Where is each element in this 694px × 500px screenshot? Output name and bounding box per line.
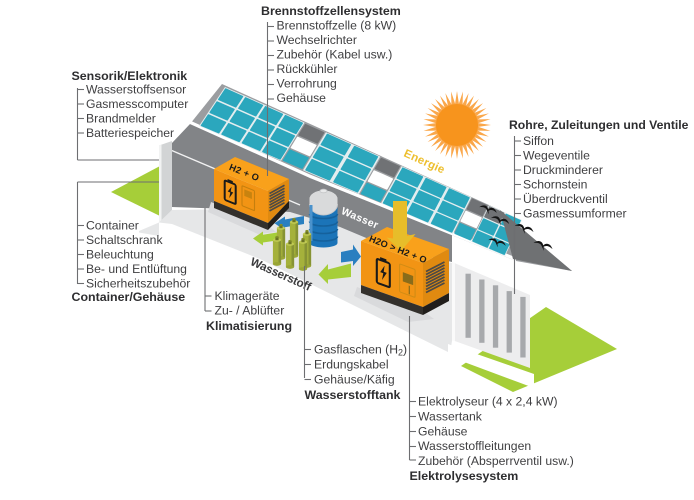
svg-text:Rückkühler: Rückkühler xyxy=(277,62,338,76)
svg-text:Rohre, Zuleitungen und Ventile: Rohre, Zuleitungen und Ventile xyxy=(509,118,689,132)
svg-text:Gehäuse/Käfig: Gehäuse/Käfig xyxy=(314,373,395,387)
svg-text:Elektrolysesystem: Elektrolysesystem xyxy=(410,469,519,483)
svg-text:Batteriespeicher: Batteriespeicher xyxy=(86,126,174,140)
svg-text:Erdungskabel: Erdungskabel xyxy=(314,358,389,372)
svg-text:Klimatisierung: Klimatisierung xyxy=(206,319,292,333)
svg-text:Wegeventile: Wegeventile xyxy=(523,149,590,163)
svg-text:Zubehör (Absperrventil usw.): Zubehör (Absperrventil usw.) xyxy=(418,454,574,468)
svg-text:Druckminderer: Druckminderer xyxy=(523,163,603,177)
svg-text:Sensorik/Elektronik: Sensorik/Elektronik xyxy=(72,69,188,83)
svg-text:Schornstein: Schornstein xyxy=(523,178,587,192)
svg-text:Schaltschrank: Schaltschrank xyxy=(86,233,163,247)
svg-text:Wasserstoffleitungen: Wasserstoffleitungen xyxy=(418,439,531,453)
svg-text:Wechselrichter: Wechselrichter xyxy=(277,33,357,47)
svg-text:Brennstoffzellensystem: Brennstoffzellensystem xyxy=(261,4,401,18)
svg-text:Brandmelder: Brandmelder xyxy=(86,112,156,126)
svg-text:Be- und Entlüftung: Be- und Entlüftung xyxy=(86,262,187,276)
svg-text:Überdruckventil: Überdruckventil xyxy=(523,192,608,206)
svg-text:Wassertank: Wassertank xyxy=(418,410,483,424)
svg-text:Gehäuse: Gehäuse xyxy=(277,91,327,105)
svg-text:Verrohrung: Verrohrung xyxy=(277,77,337,91)
svg-text:Siffon: Siffon xyxy=(523,134,554,148)
svg-text:Zubehör (Kabel usw.): Zubehör (Kabel usw.) xyxy=(277,48,393,62)
svg-text:Wasserstoffsensor: Wasserstoffsensor xyxy=(86,83,186,97)
svg-text:Beleuchtung: Beleuchtung xyxy=(86,248,154,262)
svg-text:Brennstoffzelle (8 kW): Brennstoffzelle (8 kW) xyxy=(277,19,397,33)
svg-text:Sicherheitszubehör: Sicherheitszubehör xyxy=(86,277,190,291)
svg-text:Gehäuse: Gehäuse xyxy=(418,424,468,438)
svg-text:Gasflaschen (H2): Gasflaschen (H2) xyxy=(314,343,407,358)
svg-text:Klimageräte: Klimageräte xyxy=(215,289,280,303)
svg-text:Gasmessumformer: Gasmessumformer xyxy=(523,207,627,221)
svg-text:Zu- / Ablüfter: Zu- / Ablüfter xyxy=(215,304,285,318)
svg-text:Wasserstofftank: Wasserstofftank xyxy=(305,388,401,402)
svg-text:Gasmesscomputer: Gasmesscomputer xyxy=(86,97,188,111)
svg-text:Elektrolyseur (4 x 2,4 kW): Elektrolyseur (4 x 2,4 kW) xyxy=(418,395,558,409)
svg-text:Container: Container xyxy=(86,219,139,233)
svg-text:Container/Gehäuse: Container/Gehäuse xyxy=(72,290,186,304)
